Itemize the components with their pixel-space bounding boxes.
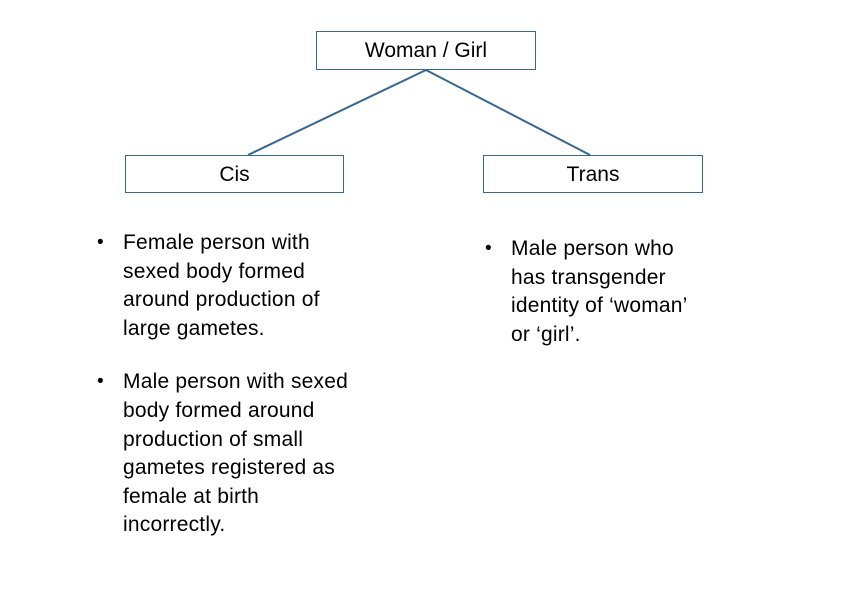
node-woman-girl: Woman / Girl	[316, 31, 536, 70]
cis-definition-list: • Female person with sexed body formed a…	[97, 229, 377, 540]
bullet-icon: •	[485, 238, 492, 259]
trans-bullet-text-1: Male person who has transgender identity…	[511, 237, 688, 346]
bullet-icon: •	[97, 232, 104, 253]
list-item: • Male person with sexed body formed aro…	[97, 368, 377, 540]
node-cis: Cis	[125, 155, 344, 193]
node-trans: Trans	[483, 155, 703, 193]
trans-definition-list: • Male person who has transgender identi…	[485, 235, 735, 349]
bullet-icon: •	[97, 371, 104, 393]
node-cis-label: Cis	[219, 162, 250, 186]
list-item: • Male person who has transgender identi…	[485, 235, 735, 349]
node-trans-label: Trans	[566, 162, 620, 186]
connector-line-right	[425, 69, 591, 156]
connector-line-left	[247, 69, 427, 156]
list-item: • Female person with sexed body formed a…	[97, 229, 377, 343]
cis-bullet-text-1: Female person with sexed body formed aro…	[123, 231, 320, 340]
node-woman-girl-label: Woman / Girl	[364, 39, 488, 62]
cis-bullet-text-2: Male person with sexed body formed aroun…	[123, 370, 349, 537]
